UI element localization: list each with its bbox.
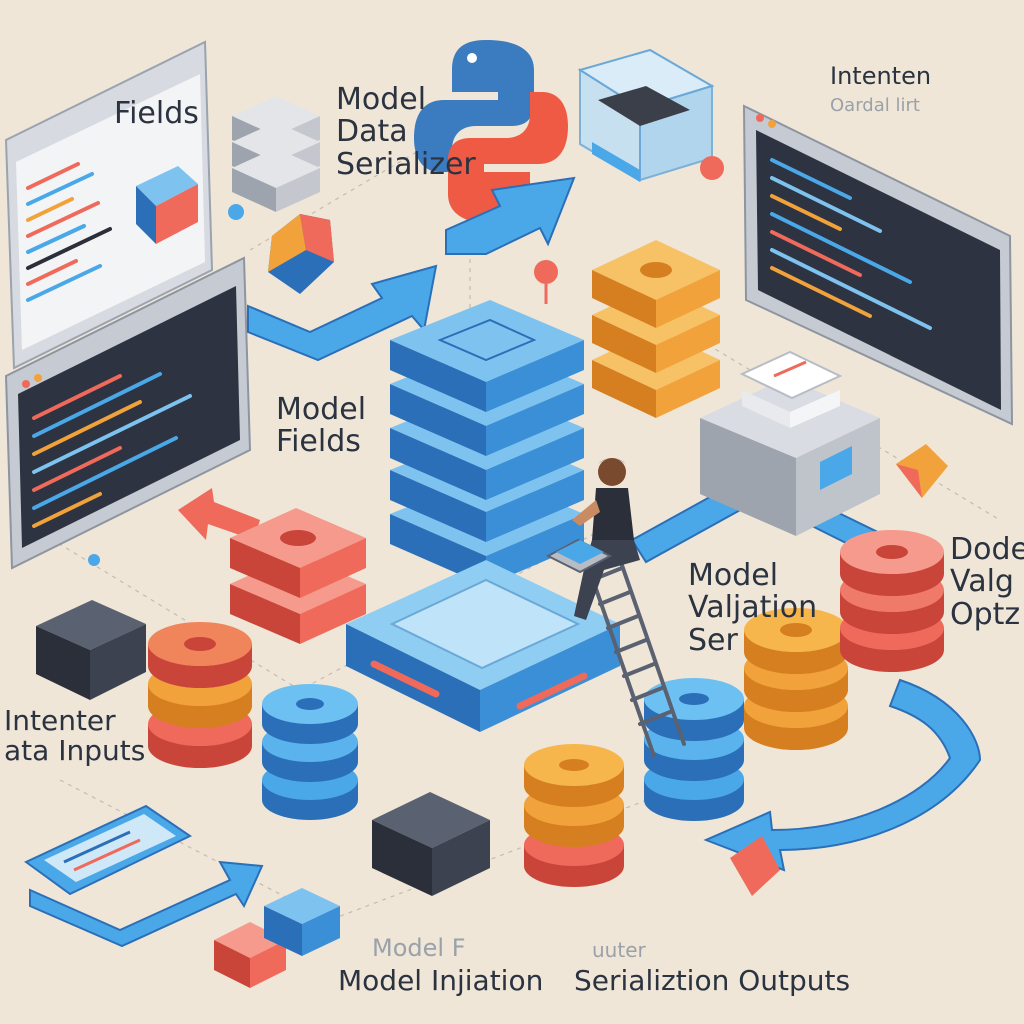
title-line-3: Serializer — [336, 146, 476, 182]
cube-icon — [372, 792, 490, 896]
inputs-line-1: Intenter — [4, 704, 116, 737]
validation-line-3: Ser — [688, 622, 738, 658]
arrow-icon — [445, 176, 576, 255]
arrow-icon — [247, 264, 438, 362]
arrow-icon — [703, 678, 982, 872]
inputs-line-2: ata Inputs — [4, 734, 146, 768]
database-disk-icon — [592, 240, 720, 418]
database-disk-icon — [148, 622, 252, 768]
ladder-icon — [584, 546, 686, 758]
label-bottom-faint-1: Model F — [372, 934, 466, 962]
cube-icon — [700, 350, 880, 536]
label-data-inputs: Intenter ata Inputs — [4, 704, 146, 768]
arrow-icon — [29, 860, 264, 948]
model-fields-line-1: Model — [276, 392, 367, 427]
label-model-injiation: Model Injiation — [338, 964, 544, 997]
person-icon — [545, 458, 640, 620]
database-disk-icon — [840, 530, 944, 672]
location-pin-icon — [534, 260, 558, 304]
database-disk-icon — [262, 684, 358, 820]
title-model-data-serializer: Model Data Serializer — [336, 82, 476, 182]
database-disk-icon — [524, 744, 624, 887]
laptop-icon — [545, 538, 613, 574]
label-fields: Fields — [114, 96, 199, 131]
tablet-icon — [24, 804, 192, 896]
database-disk-icon — [644, 678, 744, 821]
label-serialization-outputs: Serializtion Outputs — [574, 964, 851, 997]
label-bottom-faint-2: uuter — [592, 938, 646, 962]
title-line-2: Data — [336, 114, 408, 150]
right-edge-line-1: Dode — [950, 532, 1024, 567]
label-right-edge: Dode Valg Optz — [950, 532, 1024, 632]
title-line-1: Model — [336, 82, 427, 117]
gem-icon — [730, 444, 948, 896]
python-shield-icon — [268, 214, 334, 294]
arrow-icon — [178, 488, 260, 540]
right-edge-line-3: Optz — [950, 596, 1021, 632]
code-window-icon — [4, 40, 214, 370]
validation-line-1: Model — [688, 558, 779, 593]
label-intenten-sub: Oardal lirt — [830, 95, 920, 116]
database-disk-icon — [744, 608, 848, 750]
cube-icon — [36, 600, 146, 700]
dot-icon — [228, 204, 244, 220]
window-cube-icon — [136, 166, 198, 244]
label-model-fields: Model Fields — [276, 392, 367, 460]
cube-icon — [264, 888, 340, 956]
label-intenten: Intenten — [830, 62, 932, 90]
model-fields-line-2: Fields — [276, 424, 361, 460]
code-window-icon — [4, 256, 252, 570]
label-model-validation: Model Valjation Ser — [688, 558, 818, 658]
dot-icon — [88, 554, 100, 566]
database-disk-icon — [230, 508, 366, 644]
code-window-icon — [742, 104, 1014, 426]
server-stack-icon — [390, 300, 584, 586]
server-stack-icon — [232, 96, 320, 212]
cube-icon — [577, 48, 724, 182]
right-edge-line-2: Valg — [950, 564, 1014, 600]
validation-line-2: Valjation — [688, 590, 818, 626]
platform-icon — [346, 560, 620, 732]
